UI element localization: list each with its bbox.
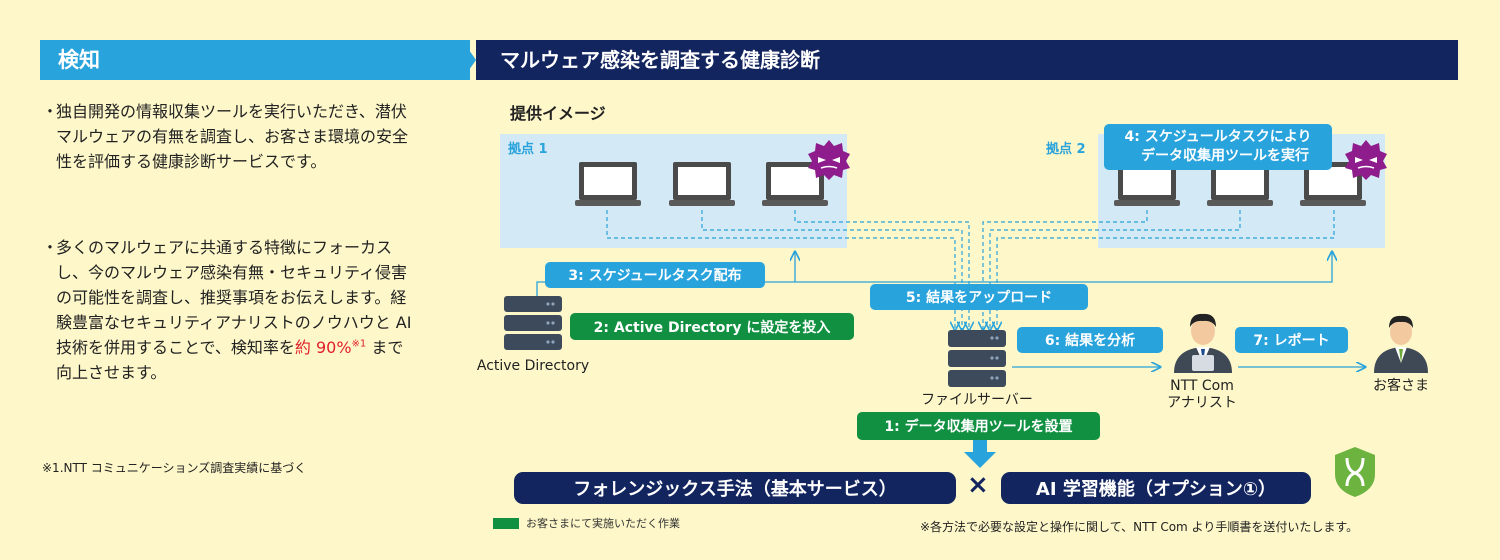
step-7-tag: 7: レポート — [1235, 327, 1348, 353]
arrow-down-icon — [964, 440, 996, 468]
step-6-tag: 6: 結果を分析 — [1017, 327, 1163, 353]
legend-swatch — [493, 518, 519, 529]
step-1-tag: 1: データ収集用ツールを設置 — [857, 412, 1100, 440]
customer-person-icon — [1374, 315, 1428, 373]
laptop-icon — [762, 162, 828, 206]
procedure-note: ※各方法で必要な設定と操作に関して、NTT Com より手順書を送付いたします。 — [920, 520, 1359, 534]
description-paragraph-2: ・ 多くのマルウェアに共通する特徴にフォーカスし、今のマルウェア感染有無・セキュ… — [42, 238, 412, 382]
laptop-icon — [575, 162, 641, 206]
legend-label: お客さまにて実施いただく作業 — [526, 517, 680, 530]
forensics-basic-service-bar: フォレンジックス手法（基本サービス） — [514, 472, 956, 504]
laptop-icon — [1114, 162, 1180, 206]
diagram-title: 提供イメージ — [510, 104, 606, 123]
header-chevron-icon — [462, 40, 476, 80]
page-title: マルウェア感染を調査する健康診断 — [500, 48, 820, 72]
analyst-person-icon — [1174, 313, 1232, 373]
malware-icon — [1345, 140, 1387, 180]
site-1-label: 拠点 1 — [508, 142, 548, 157]
section-header-detection — [40, 40, 470, 80]
footnote: ※1.NTT コミュニケーションズ調査実績に基づく — [42, 461, 307, 475]
laptop-icon — [1207, 162, 1273, 206]
laptop-icon — [669, 162, 735, 206]
section-title: 検知 — [58, 48, 100, 72]
description-paragraph-1: ・ 独自開発の情報収集ツールを実行いただき、潜伏マルウェアの有無を調査し、お客さ… — [42, 102, 409, 171]
step-4-tag: 4: スケジュールタスクにより データ収集用ツールを実行 — [1104, 124, 1332, 170]
customer-label: お客さま — [1373, 378, 1429, 394]
laptop-icon — [1300, 162, 1366, 206]
step-3-tag: 3: スケジュールタスク配布 — [545, 262, 765, 288]
server-icon — [504, 296, 562, 350]
active-directory-label: Active Directory — [476, 358, 590, 374]
detection-rate-highlight: 約 90%※1 — [294, 338, 367, 357]
analyst-label: NTT Com アナリスト — [1167, 378, 1237, 411]
section-header-health-check — [476, 40, 1458, 80]
site-2-label: 拠点 2 — [1046, 142, 1086, 157]
times-symbol: × — [967, 470, 989, 500]
ai-learning-option-bar: AI 学習機能（オプション①） — [1001, 472, 1311, 504]
file-server-label: ファイルサーバー — [921, 392, 1033, 408]
step-5-tag: 5: 結果をアップロード — [870, 284, 1088, 310]
shield-icon — [1335, 447, 1375, 497]
server-icon — [948, 330, 1006, 387]
malware-icon — [808, 140, 850, 180]
step-2-tag: 2: Active Directory に設定を投入 — [570, 313, 854, 340]
